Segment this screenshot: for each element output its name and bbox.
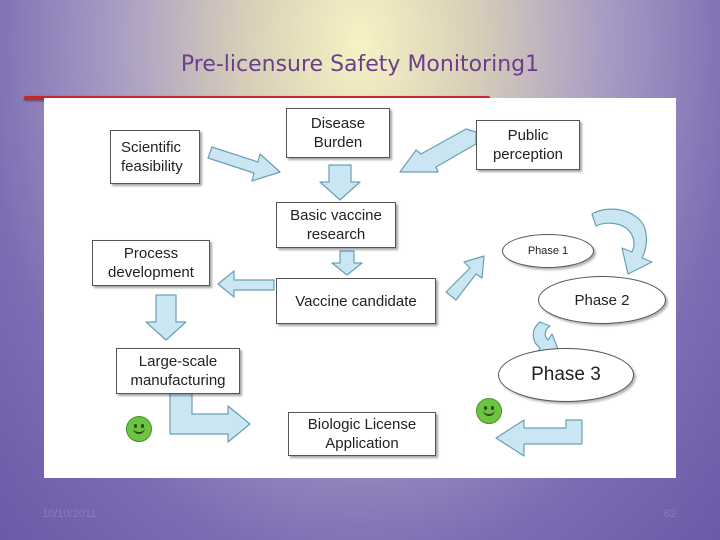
arrow-burden-to-research [319,164,361,201]
phase3-ellipse: Phase 3 [498,348,634,402]
biologic-license-application-box: Biologic License Application [288,412,436,456]
arrow-candidate-to-process [217,270,275,298]
diagram-arrows [145,128,653,457]
basic-vaccine-research-box: Basic vaccine research [276,202,396,248]
arrow-perception-to-research [399,128,477,173]
scientific-feasibility-box: Scientific feasibility [110,130,200,184]
smiley-face-icon [476,398,502,424]
footer-date: 10/10/2011 [42,508,97,520]
vaccine-candidate-box: Vaccine candidate [276,278,436,324]
arrow-research-to-candidate [331,250,363,276]
phase2-ellipse: Phase 2 [538,276,666,324]
arrow-phase1-to-phase2 [591,208,653,275]
disease-burden-box: Disease Burden [286,108,390,158]
phase1-ellipse: Phase 1 [502,234,594,268]
arrow-manufacturing-to-license [169,377,251,443]
large-scale-manufacturing-box: Large-scale manufacturing [116,348,240,394]
process-development-box: Process development [92,240,210,286]
smiley-face-icon [126,416,152,442]
phase2-label: Phase 2 [574,291,630,309]
phase3-label: Phase 3 [531,364,601,385]
arrow-phase3-to-license [495,419,583,457]
vaccine-development-diagram: Disease Burden Scientific feasibility Pu… [44,98,676,478]
arrow-feasibility-to-research [207,146,281,182]
arrow-candidate-to-phase1 [445,255,485,301]
arrow-process-to-manufacturing [145,294,187,341]
footer-center-text: Vaccinology [326,508,385,520]
public-perception-box: Public perception [476,120,580,170]
slide-title: Pre-licensure Safety Monitoring1 [180,52,540,77]
phase1-label: Phase 1 [527,245,569,257]
footer-page-number: 62 [664,508,677,520]
